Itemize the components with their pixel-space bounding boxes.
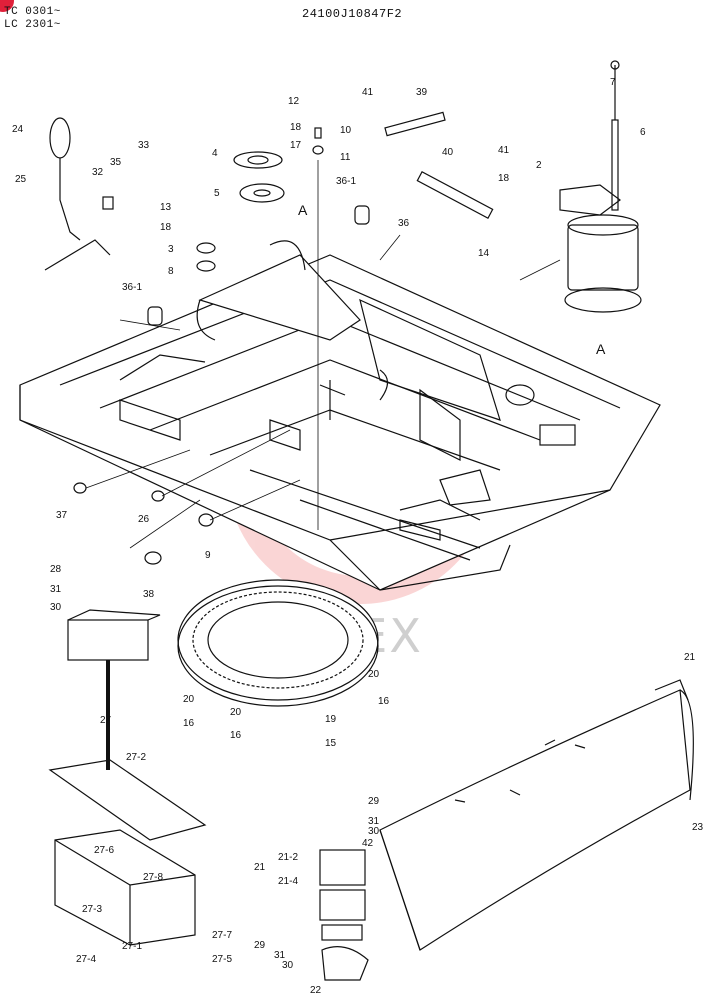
serial-lc-label: LC 2301~ xyxy=(4,19,61,31)
callout-label: 3 xyxy=(168,244,174,255)
corner-badge-icon xyxy=(0,0,14,12)
callout-label: 20 xyxy=(183,694,195,705)
callout-label: 41 xyxy=(362,87,374,98)
callout-label: 29 xyxy=(254,940,266,951)
callout-label: 27 xyxy=(100,715,112,726)
callout-label: 11 xyxy=(340,152,351,163)
callout-label: 14 xyxy=(478,248,490,259)
callout-label: 7 xyxy=(610,77,616,88)
small-parts xyxy=(73,111,494,565)
callout-label: 18 xyxy=(160,222,172,233)
callout-label: 27-1 xyxy=(122,941,142,952)
callout-label: 39 xyxy=(416,87,428,98)
callout-label: 29 xyxy=(368,796,380,807)
serial-tc-label: TC 0301~ xyxy=(4,6,61,18)
callout-label: 27-6 xyxy=(94,845,114,856)
bracket-assembly xyxy=(319,849,369,981)
callout-label: 24 xyxy=(12,124,24,135)
callout-label: 12 xyxy=(288,96,300,107)
callout-label: 27-3 xyxy=(82,904,102,915)
lever xyxy=(44,117,111,271)
callout-label: 33 xyxy=(138,140,150,151)
swing-motor xyxy=(559,60,642,313)
callout-label: 16 xyxy=(183,718,195,729)
callout-label: 4 xyxy=(212,148,218,159)
callout-label: 10 xyxy=(340,125,352,136)
callout-label: 21 xyxy=(684,652,696,663)
callout-label: 19 xyxy=(325,714,337,725)
slew-ring xyxy=(177,579,379,707)
callout-label: 27-2 xyxy=(126,752,146,763)
callout-label: 27-4 xyxy=(76,954,96,965)
section-marker-top: A xyxy=(298,202,308,218)
callout-label: 31 xyxy=(274,950,286,961)
tool-box xyxy=(48,609,207,946)
callout-label: 30 xyxy=(50,602,62,613)
callout-label: 23 xyxy=(692,822,704,833)
callout-label: 21 xyxy=(254,862,266,873)
callout-label: 22 xyxy=(310,985,322,996)
drawing-number: 24100J10847F2 xyxy=(302,7,403,21)
callout-label: 21-4 xyxy=(278,876,298,887)
callout-label: 5 xyxy=(214,188,220,199)
callout-label: 21-2 xyxy=(278,852,298,863)
callout-label: 36 xyxy=(398,218,410,229)
callout-label: 15 xyxy=(325,738,337,749)
callout-label: 31 xyxy=(368,816,380,827)
callout-label: 6 xyxy=(640,127,646,138)
callout-label: 41 xyxy=(498,145,510,156)
section-marker-motor: A xyxy=(596,341,606,357)
callout-label: 20 xyxy=(368,669,380,680)
callout-label: 31 xyxy=(50,584,62,595)
counterweight xyxy=(379,679,694,951)
callout-label: 38 xyxy=(143,589,155,600)
callout-label: 40 xyxy=(442,147,454,158)
callout-label: 8 xyxy=(168,266,174,277)
callout-label: 42 xyxy=(362,838,374,849)
callout-label: 26 xyxy=(138,514,150,525)
callout-label: 18 xyxy=(498,173,510,184)
callout-label: 17 xyxy=(290,140,302,151)
callout-label: 27-5 xyxy=(212,954,232,965)
callout-label: 37 xyxy=(56,510,68,521)
callout-label: 9 xyxy=(205,550,211,561)
callout-label: 36-1 xyxy=(122,282,142,293)
callout-label: 13 xyxy=(160,202,172,213)
callout-label: 16 xyxy=(378,696,390,707)
callout-label: 16 xyxy=(230,730,242,741)
callout-label: 18 xyxy=(290,122,302,133)
callout-label: 20 xyxy=(230,707,242,718)
callout-label: 30 xyxy=(282,960,294,971)
callout-label: 27-8 xyxy=(143,872,163,883)
callout-label: 35 xyxy=(110,157,122,168)
callout-label: 27-7 xyxy=(212,930,232,941)
callout-label: 25 xyxy=(15,174,27,185)
main-frame xyxy=(19,240,661,591)
callout-label: 30 xyxy=(368,826,380,837)
callout-label: 28 xyxy=(50,564,62,575)
callout-label: 32 xyxy=(92,167,104,178)
callout-label: 2 xyxy=(536,160,542,171)
callout-label: 36-1 xyxy=(336,176,356,187)
leader-lines xyxy=(85,160,561,549)
